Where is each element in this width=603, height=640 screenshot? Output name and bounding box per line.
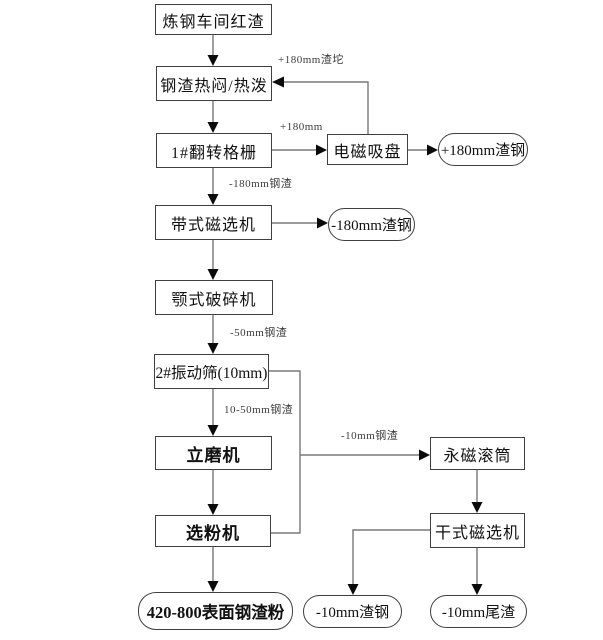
terminator-plus180mm-steel: +180mm渣钢 [438, 133, 528, 166]
edge-vibscreen-to-mill [207, 389, 219, 436]
node-dry-magnetic-separator: 干式磁选机 [430, 513, 525, 548]
edge-beltmagnet-to-minus180steel [272, 217, 328, 229]
edge-vibscreen-classifier-junction [269, 370, 301, 534]
edge-magnetplate-return-to-hotstew [272, 76, 369, 134]
node-electromagnetic-chuck: 电磁吸盘 [327, 134, 408, 165]
edge-magnetplate-to-plus180steel [408, 144, 438, 156]
edge-label-minus180mm-slag: -180mm钢渣 [229, 178, 293, 190]
edge-jawcrusher-to-vibscreen [207, 315, 219, 354]
edge-beltmagnet-to-jawcrusher [207, 240, 219, 280]
terminator-minus10mm-tailings: -10mm尾渣 [430, 595, 527, 628]
node-vertical-mill: 立磨机 [155, 436, 272, 470]
node-permanent-magnet-drum: 永磁滚筒 [430, 437, 525, 470]
node-turnover-grid-1: 1#翻转格栅 [156, 133, 272, 168]
edge-drymagnet-to-tailings [471, 548, 483, 595]
edge-label-plus180mm: +180mm [280, 121, 323, 133]
terminator-minus10mm-steel: -10mm渣钢 [303, 595, 402, 628]
edge-permdrum-to-drymagnet [471, 470, 483, 513]
node-vibrating-screen-2: 2#振动筛(10mm) [154, 354, 269, 389]
edge-label-minus50mm-slag: -50mm钢渣 [230, 327, 288, 339]
node-belt-magnetic-separator: 带式磁选机 [155, 205, 272, 240]
edge-drymagnet-to-minus10steel [347, 529, 430, 595]
edge-grid1-to-beltmagnet [207, 168, 219, 205]
edge-hotstew-to-grid1 [207, 101, 219, 133]
edge-junction-to-permdrum [300, 449, 430, 461]
edge-label-10-50mm-slag: 10-50mm钢渣 [224, 404, 294, 416]
node-red-slag: 炼钢车间红渣 [155, 4, 272, 35]
terminator-minus180mm-steel: -180mm渣钢 [328, 208, 415, 241]
node-hot-stewing: 钢渣热闷/热泼 [156, 66, 272, 101]
edge-label-plus180mm-lump: +180mm渣坨 [278, 54, 344, 66]
terminator-product-powder: 420-800表面钢渣粉 [138, 592, 293, 630]
edge-grid1-to-magnetplate [272, 144, 327, 156]
edge-label-minus10mm-slag: -10mm钢渣 [341, 430, 399, 442]
node-powder-classifier: 选粉机 [155, 515, 271, 547]
edge-mill-to-classifier [207, 470, 219, 515]
edge-classifier-to-product [207, 547, 219, 592]
edge-redslag-to-hotstew [207, 35, 219, 66]
node-jaw-crusher: 颚式破碎机 [155, 280, 273, 315]
